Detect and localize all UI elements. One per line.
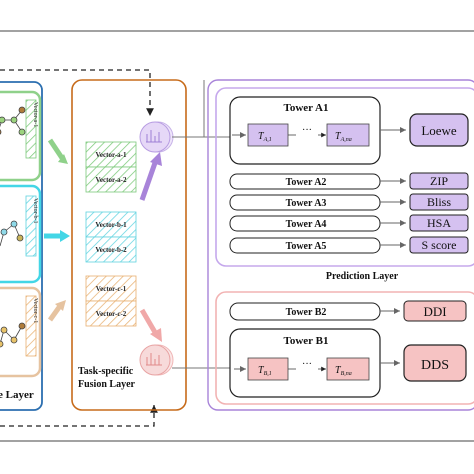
fusion-vector-a1 xyxy=(85,141,137,168)
bottom-dashed-arrow xyxy=(0,405,158,427)
gate-icon-a xyxy=(139,121,174,153)
left-vector-b: Vector-b-1 xyxy=(25,195,38,257)
fusion-label-line1: Task-specific xyxy=(78,366,134,377)
fusion-vector-b2 xyxy=(85,236,137,263)
tower-a1-title: Tower A1 xyxy=(284,102,329,114)
left-vector-a: Vector-a-1 xyxy=(25,99,38,159)
output-hsa-label: HSA xyxy=(427,216,451,230)
tower-b2-row: Tower B2 DDI xyxy=(229,300,467,322)
fusion-vector-c1 xyxy=(85,275,137,302)
fusion-vector-c2-label: Vector-c-2 xyxy=(96,310,127,318)
tower-a1-t-last-sub: A,na xyxy=(340,137,352,143)
fusion-layer-box xyxy=(71,79,187,411)
tower-a2-row: Tower A2 ZIP xyxy=(229,172,469,190)
output-loewe xyxy=(409,113,469,147)
tower-b2-label: Tower B2 xyxy=(286,307,327,318)
fusion-vector-a1-label: Vector-a-1 xyxy=(96,151,127,159)
gate-a-connector xyxy=(172,135,233,138)
tower-a1-t-first-sub: A,1 xyxy=(263,137,272,143)
output-dds-label: DDS xyxy=(421,358,449,373)
output-dds xyxy=(403,344,467,382)
fusion-vector-b1 xyxy=(85,211,137,238)
tower-b1-ellipsis: ··· xyxy=(302,359,312,370)
fusion-vector-c1-label: Vector-c-1 xyxy=(96,285,127,293)
tower-a1-t-last: T xyxy=(335,131,342,142)
tower-b1-t-first-sub: B,1 xyxy=(264,371,272,377)
tower-a3-row: Tower A3 Bliss xyxy=(229,193,469,211)
left-vector-c: Vector-c-1 xyxy=(25,295,38,357)
prediction-layer-box xyxy=(207,79,474,411)
arrow-pink xyxy=(139,308,159,336)
tower-a3-label: Tower A3 xyxy=(286,198,327,209)
graph-icon-a xyxy=(0,106,26,136)
tower-b1-t-last: T xyxy=(335,365,342,376)
output-bliss-label: Bliss xyxy=(427,195,451,209)
tower-a4-row: Tower A4 HSA xyxy=(229,214,469,232)
output-loewe-label: Loewe xyxy=(421,123,457,138)
output-ddi-label: DDI xyxy=(423,304,446,319)
svg-text:TA,na: TA,na xyxy=(335,131,352,143)
svg-text:TA,1: TA,1 xyxy=(258,131,272,143)
left-layer-label: e Layer xyxy=(0,389,34,401)
left-vector-a-label: Vector-a-1 xyxy=(32,102,38,127)
graph-icon-b xyxy=(0,220,24,247)
left-vector-c-label: Vector-c-1 xyxy=(32,298,38,323)
fusion-vector-a2-label: Vector-a-2 xyxy=(96,176,127,184)
tower-a5-row: Tower A5 S score xyxy=(229,236,469,254)
left-outer-box xyxy=(0,81,43,411)
tower-a4-label: Tower A4 xyxy=(286,219,327,230)
fusion-vector-c2 xyxy=(85,300,137,327)
arrow-green xyxy=(47,138,65,160)
svg-text:TB,na: TB,na xyxy=(335,365,352,377)
fusion-vector-a2 xyxy=(85,166,137,193)
graph-icon-c xyxy=(0,322,26,348)
prediction-layer-label: Prediction Layer xyxy=(326,271,399,282)
output-sscore-label: S score xyxy=(422,238,457,252)
svg-text:TB,1: TB,1 xyxy=(258,365,272,377)
task-b-box xyxy=(215,291,474,405)
tower-b1-title: Tower B1 xyxy=(284,335,329,347)
arrow-tan xyxy=(47,304,63,322)
top-dashed-arrow xyxy=(0,69,154,116)
gate-icon-b xyxy=(139,344,174,376)
left-vector-b-label: Vector-b-1 xyxy=(32,198,38,224)
arrow-purple xyxy=(139,159,159,201)
tower-a2-label: Tower A2 xyxy=(286,177,327,188)
fusion-vectors: Vector-a-1 Vector-a-2 Vector-b-1 Vector-… xyxy=(85,141,137,327)
output-zip-label: ZIP xyxy=(430,174,448,188)
tower-a1-ellipsis: ··· xyxy=(302,125,312,136)
fusion-vector-b2-label: Vector-b-2 xyxy=(95,246,127,254)
tower-a5-label: Tower A5 xyxy=(286,241,327,252)
tower-a1-t-first: T xyxy=(258,131,265,142)
fusion-vector-b1-label: Vector-b-1 xyxy=(95,221,127,229)
task-a-box xyxy=(215,87,474,267)
tower-b1-block-last xyxy=(326,357,370,381)
tower-b1-t-last-sub: B,na xyxy=(341,371,352,377)
tower-b1-t-first: T xyxy=(258,365,265,376)
fusion-label-line2: Fusion Layer xyxy=(78,379,136,390)
tower-a1-block-last xyxy=(326,123,370,147)
